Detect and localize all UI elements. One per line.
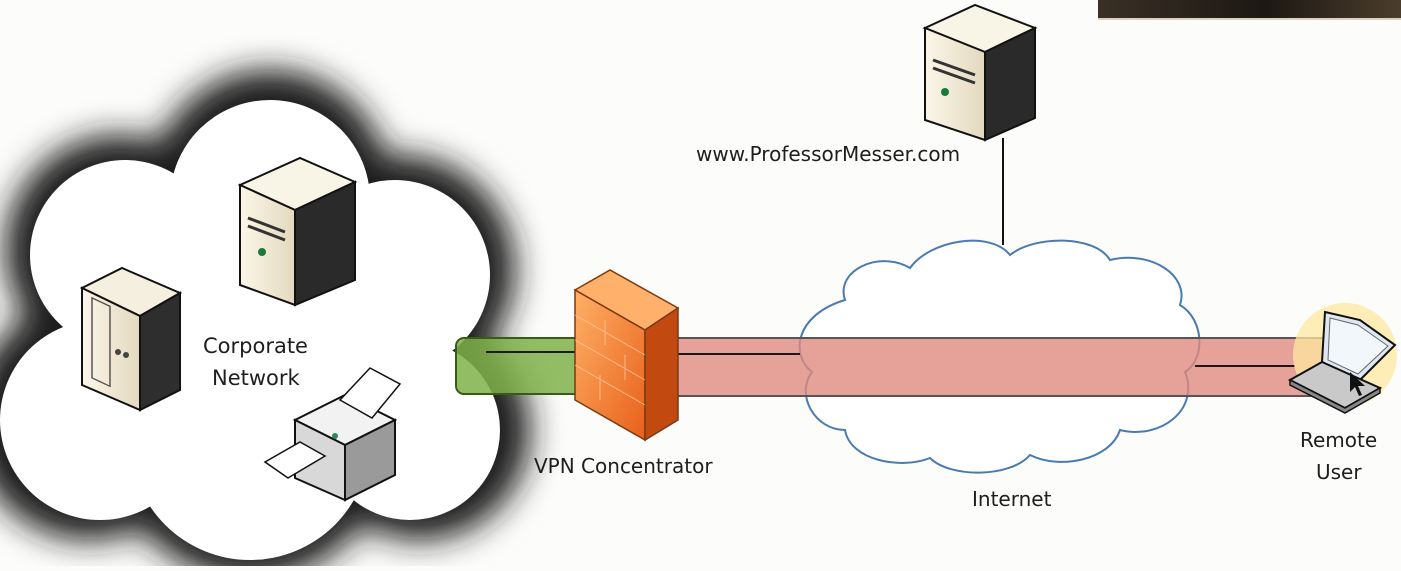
video-thumbnail <box>1098 0 1401 20</box>
web-server-label: www.ProfessorMesser.com <box>696 142 961 166</box>
corporate-network-label-line1: Corporate <box>203 334 308 358</box>
web-server-icon <box>922 3 1038 142</box>
vpn-concentrator-label: VPN Concentrator <box>534 454 713 478</box>
remote-user-label-line2: User <box>1316 460 1362 484</box>
corporate-network-label-line2: Network <box>212 366 300 390</box>
corporate-network-cloud <box>0 70 530 571</box>
laptop-icon <box>1287 303 1397 414</box>
server-icon <box>237 156 358 307</box>
remote-user-label-line1: Remote <box>1300 428 1378 452</box>
internet-label: Internet <box>972 487 1052 511</box>
firewall-icon <box>573 269 680 442</box>
file-server-icon <box>79 266 183 412</box>
lan-link <box>455 337 589 395</box>
printer-icon <box>263 367 402 502</box>
